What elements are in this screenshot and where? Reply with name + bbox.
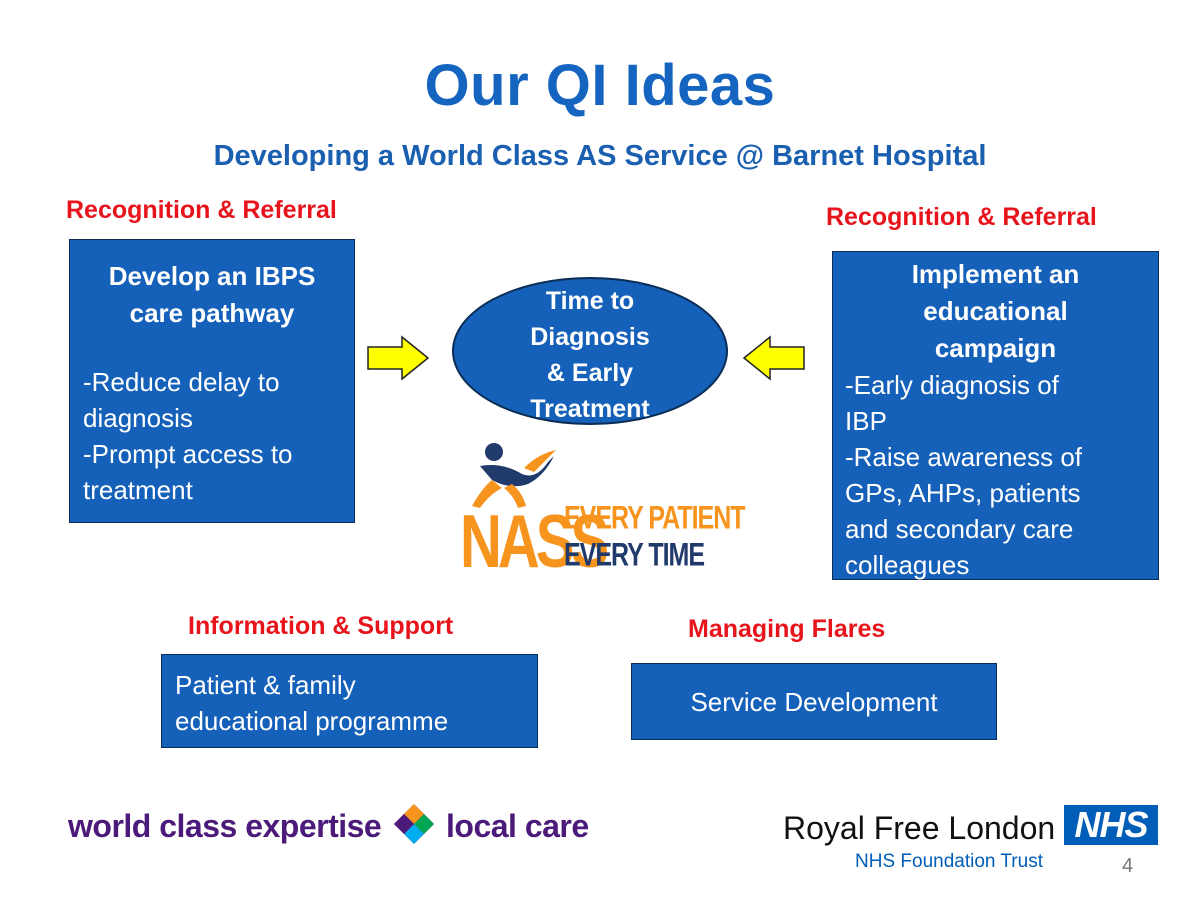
service-development-box: Service Development [631,663,997,740]
nass-logo: NASS EVERY PATIENT EVERY TIME [452,432,746,584]
trust-name: NHS Foundation Trust [855,851,1043,872]
slide-subtitle: Developing a World Class AS Service @ Ba… [213,140,987,172]
bottom-left-label: Information & Support [188,612,454,640]
center-line: Time to [545,287,635,315]
left-heading-line2: care pathway [129,298,295,328]
footer-tagline-left: world class expertise [68,808,382,844]
footer-tagline: world class expertise local care [68,803,589,846]
left-bullet: treatment [83,475,193,505]
service-development-text: Service Development [690,687,938,717]
slide-title: Our QI Ideas [424,53,776,118]
left-section-label: Recognition & Referral [66,196,337,224]
nass-runner-icon [472,443,556,508]
right-bullet: colleagues [845,550,970,580]
right-section-label: Recognition & Referral [826,203,1097,231]
right-bullet: GPs, AHPs, patients [845,478,1081,508]
right-bullet: IBP [845,406,887,436]
nass-tagline-line2: EVERY TIME [564,537,705,574]
nass-wordmark: NASS [460,499,609,584]
center-line: Treatment [530,395,650,423]
org-name: Royal Free London [783,810,1056,846]
left-bullet: -Reduce delay to [83,367,280,397]
left-idea-box: Develop an IBPS care pathway -Reduce del… [69,239,355,523]
right-bullet: and secondary care [845,514,1074,544]
info-support-line2: educational programme [175,706,449,736]
right-bullet: -Raise awareness of [845,442,1082,472]
bottom-right-label: Managing Flares [688,615,886,643]
left-heading-line1: Develop an IBPS [108,261,316,291]
center-line: Diagnosis [530,323,650,351]
left-bullet: diagnosis [83,403,193,433]
center-goal-ellipse: Time to Diagnosis & Early Treatment [452,277,728,425]
left-arrow-icon [742,335,805,381]
nhs-logo: NHS [1064,805,1158,845]
right-arrow-icon [367,335,430,381]
left-bullet: -Prompt access to [83,439,293,469]
right-heading-line2: educational [923,296,1068,326]
right-idea-box: Implement an educational campaign -Early… [832,251,1159,580]
right-bullet: -Early diagnosis of [845,370,1059,400]
footer-tagline-right: local care [446,808,589,844]
diamond-logo-icon [393,803,434,844]
page-number: 4 [1122,855,1134,877]
nass-tagline-line1: EVERY PATIENT [564,500,746,537]
right-heading-line3: campaign [934,333,1057,363]
info-support-line1: Patient & family [175,670,356,700]
info-support-box: Patient & family educational programme [161,654,538,748]
center-line: & Early [546,359,634,387]
right-heading-line1: Implement an [911,259,1080,289]
